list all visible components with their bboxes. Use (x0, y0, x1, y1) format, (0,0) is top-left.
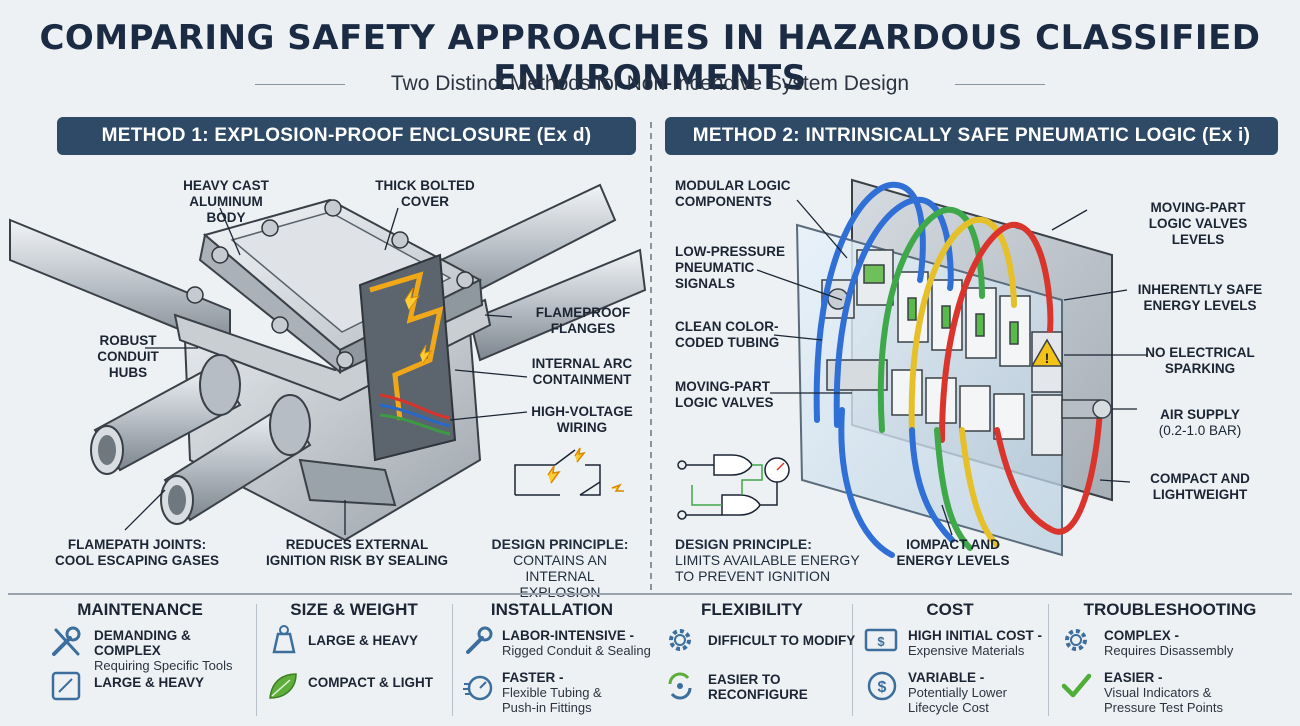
callout-flamepath-joints: FLAMEPATH JOINTS:COOL ESCAPING GASES (54, 537, 220, 568)
size-item-b: COMPACT & LIGHT (308, 675, 433, 690)
logic-modules (821, 249, 1063, 456)
color-coded-tubing (813, 181, 1103, 558)
wrench-icon (466, 626, 493, 654)
cost-item-b: VARIABLE - Potentially Lower Lifecycle C… (908, 670, 1007, 715)
high-voltage-wire-red (379, 393, 451, 420)
comparison-rule (8, 593, 1292, 595)
separator (1048, 604, 1049, 716)
category-installation: INSTALLATION (490, 600, 614, 619)
subtitle-rule-right (955, 84, 1045, 85)
installation-item-b: FASTER - Flexible Tubing & Push-in Fitti… (502, 670, 602, 715)
method2-design-principle: DESIGN PRINCIPLE: LIMITS AVAILABLE ENERG… (675, 536, 860, 584)
maintenance-item-b: LARGE & HEAVY (94, 675, 205, 690)
callout-color-tubing: CLEAN COLOR-CODED TUBING (675, 319, 780, 350)
warning-icon (1030, 338, 1064, 367)
flexibility-item-b: EASIER TO RECONFIGURE (708, 672, 808, 702)
category-size-weight: SIZE & WEIGHT (290, 600, 418, 619)
spark-icon (404, 287, 421, 311)
logic-gates-icon (677, 454, 790, 520)
conduit-hub-left (90, 354, 242, 475)
circuit-breaker-icon (514, 447, 624, 496)
gear-icon (669, 629, 691, 651)
svg-text:$: $ (878, 679, 887, 696)
mounting-foot (298, 458, 397, 507)
category-troubleshooting: TROUBLESHOOTING (1083, 600, 1257, 619)
subtitle-rule-left (255, 84, 345, 85)
size-item-a: LARGE & HEAVY (308, 633, 419, 648)
page-title: COMPARING SAFETY APPROACHES IN HAZARDOUS… (39, 18, 1261, 98)
installation-item-a: LABOR-INTENSIVE - Rigged Conduit & Seali… (502, 628, 651, 658)
method-divider (650, 122, 652, 592)
svg-text:!: ! (1045, 350, 1050, 366)
category-maintenance: MAINTENANCE (77, 600, 203, 619)
separator (852, 604, 853, 716)
troubleshooting-item-a: COMPLEX - Requires Disassembly (1104, 628, 1234, 658)
method2-header: METHOD 2: INTRINSICALLY SAFE PNEUMATIC L… (665, 117, 1278, 155)
panel-box-icon (51, 671, 81, 701)
wrench-screwdriver-icon (52, 626, 81, 656)
reconfigure-icon (668, 672, 692, 700)
separator (256, 604, 257, 716)
weight-icon (272, 625, 296, 654)
category-cost: COST (926, 600, 974, 619)
checkmark-icon (1061, 673, 1092, 698)
method1-design-principle: DESIGN PRINCIPLE: CONTAINS AN INTERNAL E… (491, 536, 629, 600)
speed-gauge-icon (463, 675, 493, 701)
flexibility-item-a: DIFFICULT TO MODIFY (708, 633, 856, 648)
air-supply-fitting (1061, 399, 1112, 419)
high-voltage-wire-blue (379, 403, 451, 428)
conduit-pipe-right (468, 248, 647, 362)
pneumatic-logic-panel-illustration: ! (677, 178, 1147, 558)
leaf-icon (269, 673, 297, 699)
separator (452, 604, 453, 716)
category-flexibility: FLEXIBILITY (701, 600, 803, 619)
method1-header: METHOD 1: EXPLOSION-PROOF ENCLOSURE (Ex … (57, 117, 636, 155)
troubleshooting-item-b: EASIER - Visual Indicators & Pressure Te… (1104, 670, 1223, 715)
maintenance-item-a: DEMANDING & COMPLEX Requiring Specific T… (94, 628, 233, 673)
explosion-proof-enclosure-illustration (9, 183, 647, 542)
gear-icon (1065, 629, 1087, 651)
high-voltage-wire-green (379, 413, 451, 436)
callout-air-supply: AIR SUPPLY (0.2-1.0 BAR) (1158, 407, 1242, 438)
conduit-hub-center (160, 394, 312, 525)
cutaway-section (358, 253, 457, 462)
cost-item-a: HIGH INITIAL COST - Expensive Materials (908, 628, 1042, 658)
page-subtitle: Two Distinct Methods for Non-Incendive S… (390, 72, 910, 95)
svg-text:$: $ (877, 634, 885, 649)
coin-icon: $ (867, 671, 897, 701)
flamepath-highlight (369, 271, 444, 421)
banknote-icon: $ (864, 628, 898, 652)
